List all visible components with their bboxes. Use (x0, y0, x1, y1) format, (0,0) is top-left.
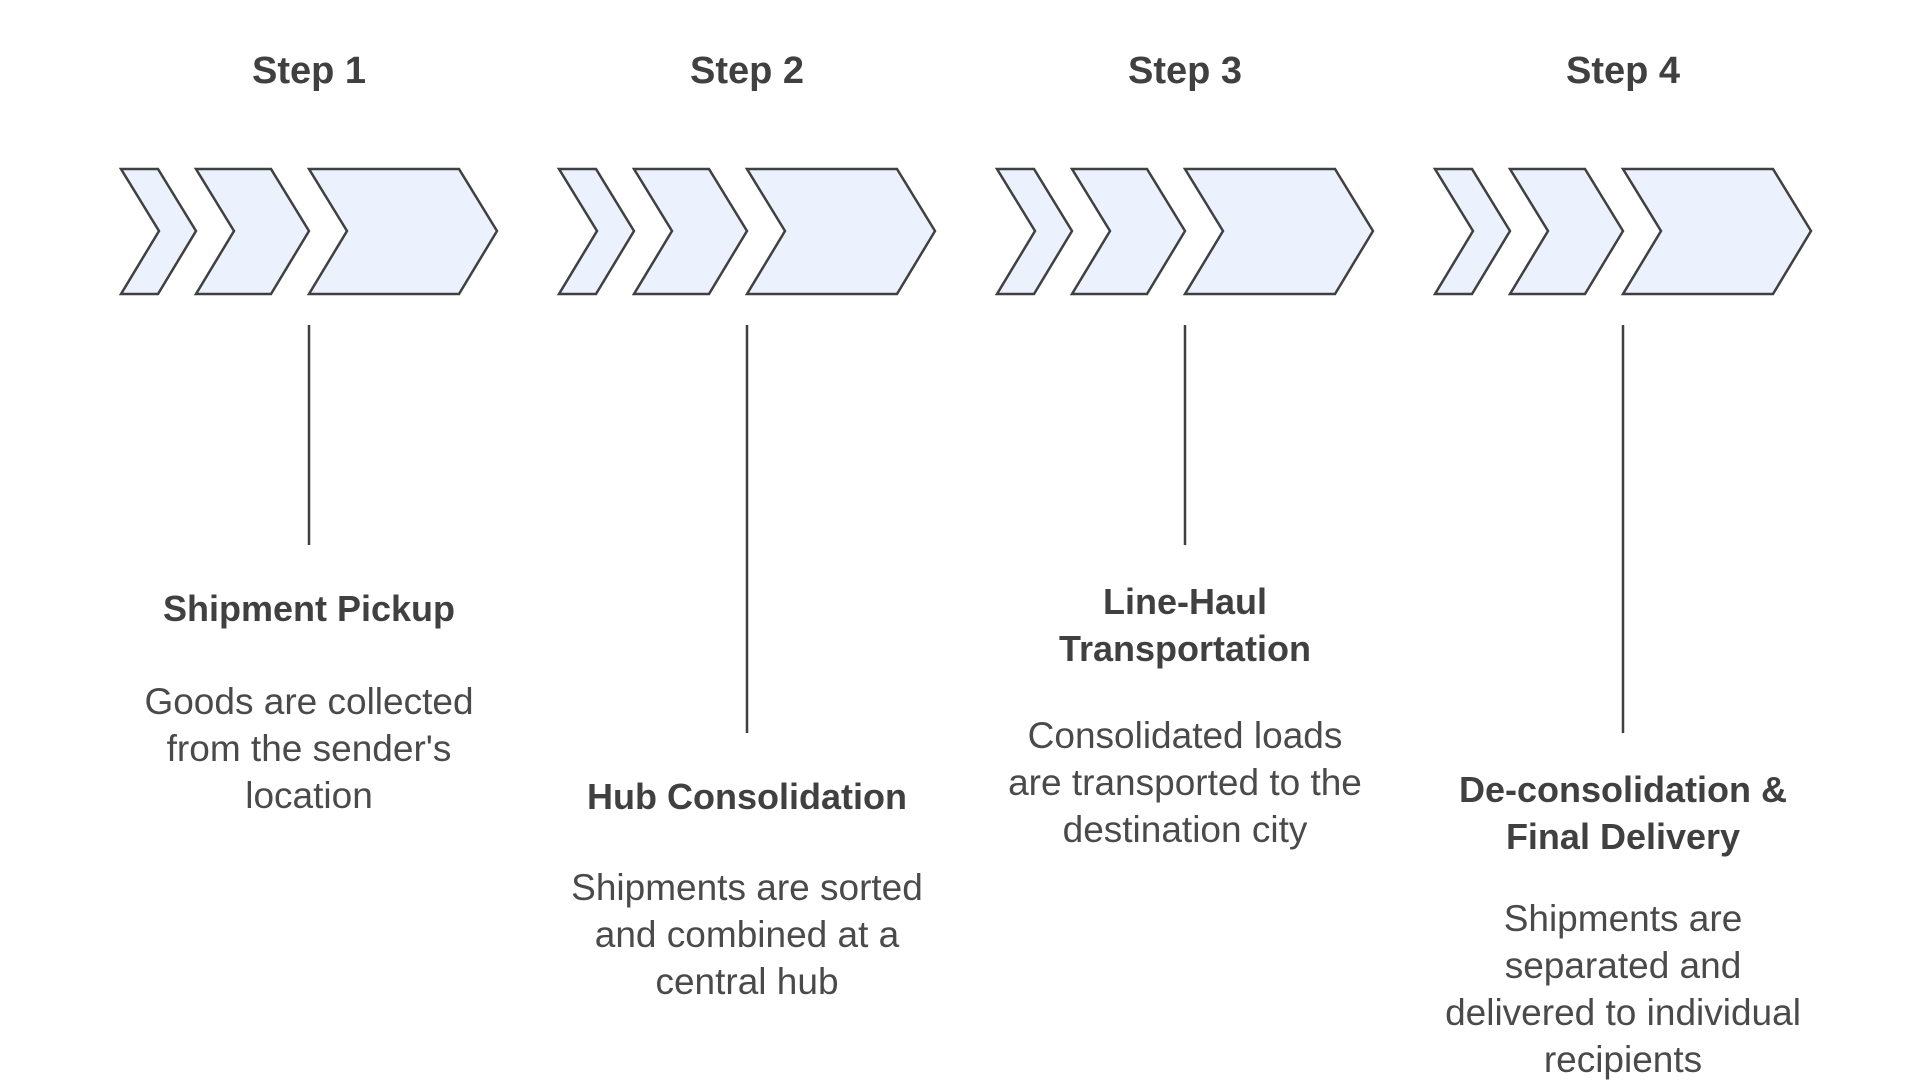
step-label: Step 3 (1127, 50, 1243, 92)
step-column-4: Step 4 De-consolidation & Final Delivery… (1445, 0, 1801, 1080)
step-description: Shipments are sorted and combined at a c… (571, 867, 923, 1002)
step-label: Step 4 (1565, 50, 1681, 92)
step-description: Goods are collected from the sender's lo… (144, 681, 474, 816)
chevron-arrow-icon (556, 167, 636, 296)
chevron-arrow-icon (118, 167, 198, 296)
step-title: Hub Consolidation (587, 776, 907, 817)
chevron-arrow-icon (1620, 167, 1813, 296)
step-label: Step 2 (689, 50, 805, 92)
step-column-1: Step 1 Shipment Pickup Goods are collect… (144, 0, 473, 1080)
chevron-arrow-icon (306, 167, 499, 296)
step-description: Consolidated loads are transported to th… (1008, 715, 1362, 850)
step-title: Line-Haul Transportation (1058, 581, 1312, 669)
step-title: Shipment Pickup (162, 588, 456, 629)
chevron-arrow-icon (744, 167, 937, 296)
chevron-arrow-icon (1507, 167, 1625, 296)
step-column-2: Step 2 Hub Consolidation Shipments are s… (571, 0, 923, 1080)
step-column-3: Step 3 Line-Haul Transportation Consolid… (1008, 0, 1362, 1080)
chevron-arrow-icon (1432, 167, 1512, 296)
chevron-arrow-icon (1182, 167, 1375, 296)
step-label: Step 1 (251, 50, 367, 92)
chevron-arrow-icon (1069, 167, 1187, 296)
chevron-arrow-icon (193, 167, 311, 296)
step-description: Shipments are separated and delivered to… (1445, 898, 1801, 1080)
chevron-arrow-icon (994, 167, 1074, 296)
step-title: De-consolidation & Final Delivery (1458, 769, 1787, 857)
chevron-arrow-icon (631, 167, 749, 296)
